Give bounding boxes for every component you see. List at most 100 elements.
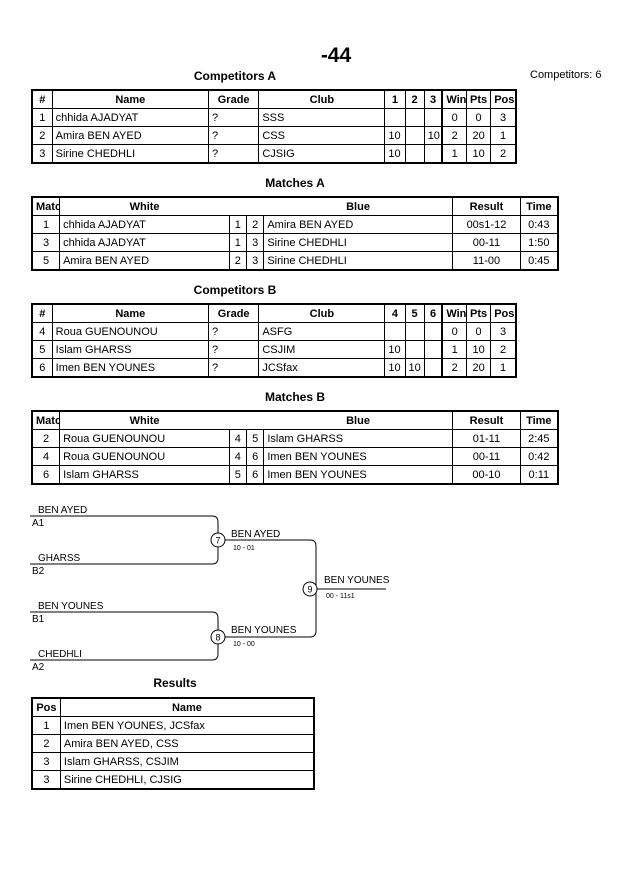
- bracket-name: BEN AYED: [38, 505, 87, 516]
- bracket-name: BEN YOUNES: [38, 601, 104, 612]
- cell: 4: [228, 447, 247, 466]
- table-row: 4 Roua GUENOUNOU 4 6 Imen BEN YOUNES 00-…: [31, 447, 559, 466]
- cell: Amira BEN AYED, CSS: [59, 734, 315, 753]
- match-number: 8: [215, 633, 220, 643]
- cell: [423, 108, 443, 127]
- cell: 3: [245, 251, 265, 271]
- col-header: Time: [519, 410, 559, 430]
- cell: 00-11: [452, 447, 521, 466]
- cell: Amira BEN AYED: [59, 251, 230, 271]
- col-header: Club: [258, 89, 386, 109]
- cell: chhida AJADYAT: [59, 215, 230, 234]
- cell: 1:50: [519, 233, 559, 252]
- cell: 4: [31, 322, 53, 341]
- cell: CSJIM: [258, 340, 386, 359]
- col-header: Pos: [490, 89, 517, 109]
- col-header: Pts: [466, 89, 492, 109]
- col-header: 6: [423, 303, 443, 323]
- table-row: 6 Imen BEN YOUNES ? JCSfax 10 10 2 20 1: [31, 358, 517, 378]
- cell: 0: [441, 108, 468, 127]
- cell: ?: [207, 126, 260, 145]
- col-header-spacer: [246, 410, 264, 430]
- col-header: Result: [452, 196, 521, 216]
- col-header: White: [59, 410, 230, 430]
- cell: 2: [441, 358, 468, 378]
- cell: 5: [31, 340, 53, 359]
- cell: [404, 126, 425, 145]
- match-number-badge: [210, 629, 226, 645]
- col-header: Blue: [263, 196, 454, 216]
- col-header: Match: [31, 410, 61, 430]
- matches-b-table: Match White Blue Result Time 2 Roua GUEN…: [31, 410, 559, 485]
- table-row: 5 Amira BEN AYED 2 3 Sirine CHEDHLI 11-0…: [31, 251, 559, 271]
- col-header: Pos: [31, 697, 61, 717]
- cell: ASFG: [258, 322, 386, 341]
- category-title: -44: [320, 44, 352, 67]
- cell: 1: [228, 233, 247, 252]
- cell: 0:43: [519, 215, 559, 234]
- col-header: 3: [423, 89, 443, 109]
- cell: ?: [207, 322, 260, 341]
- col-header-spacer: [229, 196, 247, 216]
- cell: 4: [31, 447, 61, 466]
- cell: [404, 322, 425, 341]
- col-header: Wins: [441, 89, 468, 109]
- cell: 10: [423, 126, 443, 145]
- table-row: 3 chhida AJADYAT 1 3 Sirine CHEDHLI 00-1…: [31, 233, 559, 252]
- cell: Amira BEN AYED: [263, 215, 454, 234]
- cell: Imen BEN YOUNES: [263, 447, 454, 466]
- cell: Sirine CHEDHLI: [263, 251, 454, 271]
- col-header: Match: [31, 196, 61, 216]
- col-header: Pos: [490, 303, 517, 323]
- cell: 5: [228, 465, 247, 485]
- cell: 0: [441, 322, 468, 341]
- cell: 0:42: [519, 447, 559, 466]
- matches-a-table: Match White Blue Result Time 1 chhida AJ…: [31, 196, 559, 271]
- bracket-name: CHEDHLI: [38, 649, 82, 660]
- col-header: Name: [51, 303, 209, 323]
- cell: [423, 358, 443, 378]
- table-row: 3 Sirine CHEDHLI ? CJSIG 10 1 10 2: [31, 144, 517, 164]
- results-table: Pos Name 1 Imen BEN YOUNES, JCSfax 2 Ami…: [31, 697, 315, 790]
- competitors-a-heading: Competitors A: [193, 69, 277, 83]
- cell: 5: [245, 429, 265, 448]
- competitors-a-table: # Name Grade Club 1 2 3 Wins Pts Pos 1 c…: [31, 89, 517, 164]
- col-header: 5: [404, 303, 425, 323]
- bracket-score: 00 - 11s1: [326, 593, 355, 600]
- cell: [384, 322, 406, 341]
- cell: [404, 144, 425, 164]
- cell: 4: [228, 429, 247, 448]
- cell: 2: [31, 429, 61, 448]
- cell: 2: [228, 251, 247, 271]
- table-header-row: Pos Name: [31, 697, 315, 717]
- col-header: 1: [384, 89, 406, 109]
- cell: 0: [466, 108, 492, 127]
- cell: 3: [31, 770, 61, 790]
- table-header-row: # Name Grade Club 1 2 3 Wins Pts Pos: [31, 89, 517, 109]
- cell: 1: [490, 126, 517, 145]
- results-heading: Results: [153, 676, 197, 690]
- bracket-winner-name: BEN YOUNES: [324, 575, 390, 586]
- bracket-seed: B2: [32, 566, 45, 577]
- cell: Islam GHARSS: [59, 465, 230, 485]
- table-row: 1 chhida AJADYAT ? SSS 0 0 3: [31, 108, 517, 127]
- col-header: #: [31, 89, 53, 109]
- cell: 2: [31, 126, 53, 145]
- cell: Amira BEN AYED: [51, 126, 209, 145]
- table-row: 4 Roua GUENOUNOU ? ASFG 0 0 3: [31, 322, 517, 341]
- cell: CJSIG: [258, 144, 386, 164]
- cell: 2: [490, 340, 517, 359]
- cell: CSS: [258, 126, 386, 145]
- cell: 10: [384, 144, 406, 164]
- bracket-seed: A2: [32, 662, 45, 670]
- col-header: #: [31, 303, 53, 323]
- match-number: 9: [307, 585, 312, 595]
- cell: 3: [490, 108, 517, 127]
- competitors-b-table: # Name Grade Club 4 5 6 Wins Pts Pos 4 R…: [31, 303, 517, 378]
- col-header: Grade: [207, 89, 260, 109]
- cell: chhida AJADYAT: [51, 108, 209, 127]
- cell: Islam GHARSS: [51, 340, 209, 359]
- cell: 20: [466, 358, 492, 378]
- col-header: 2: [404, 89, 425, 109]
- cell: ?: [207, 358, 260, 378]
